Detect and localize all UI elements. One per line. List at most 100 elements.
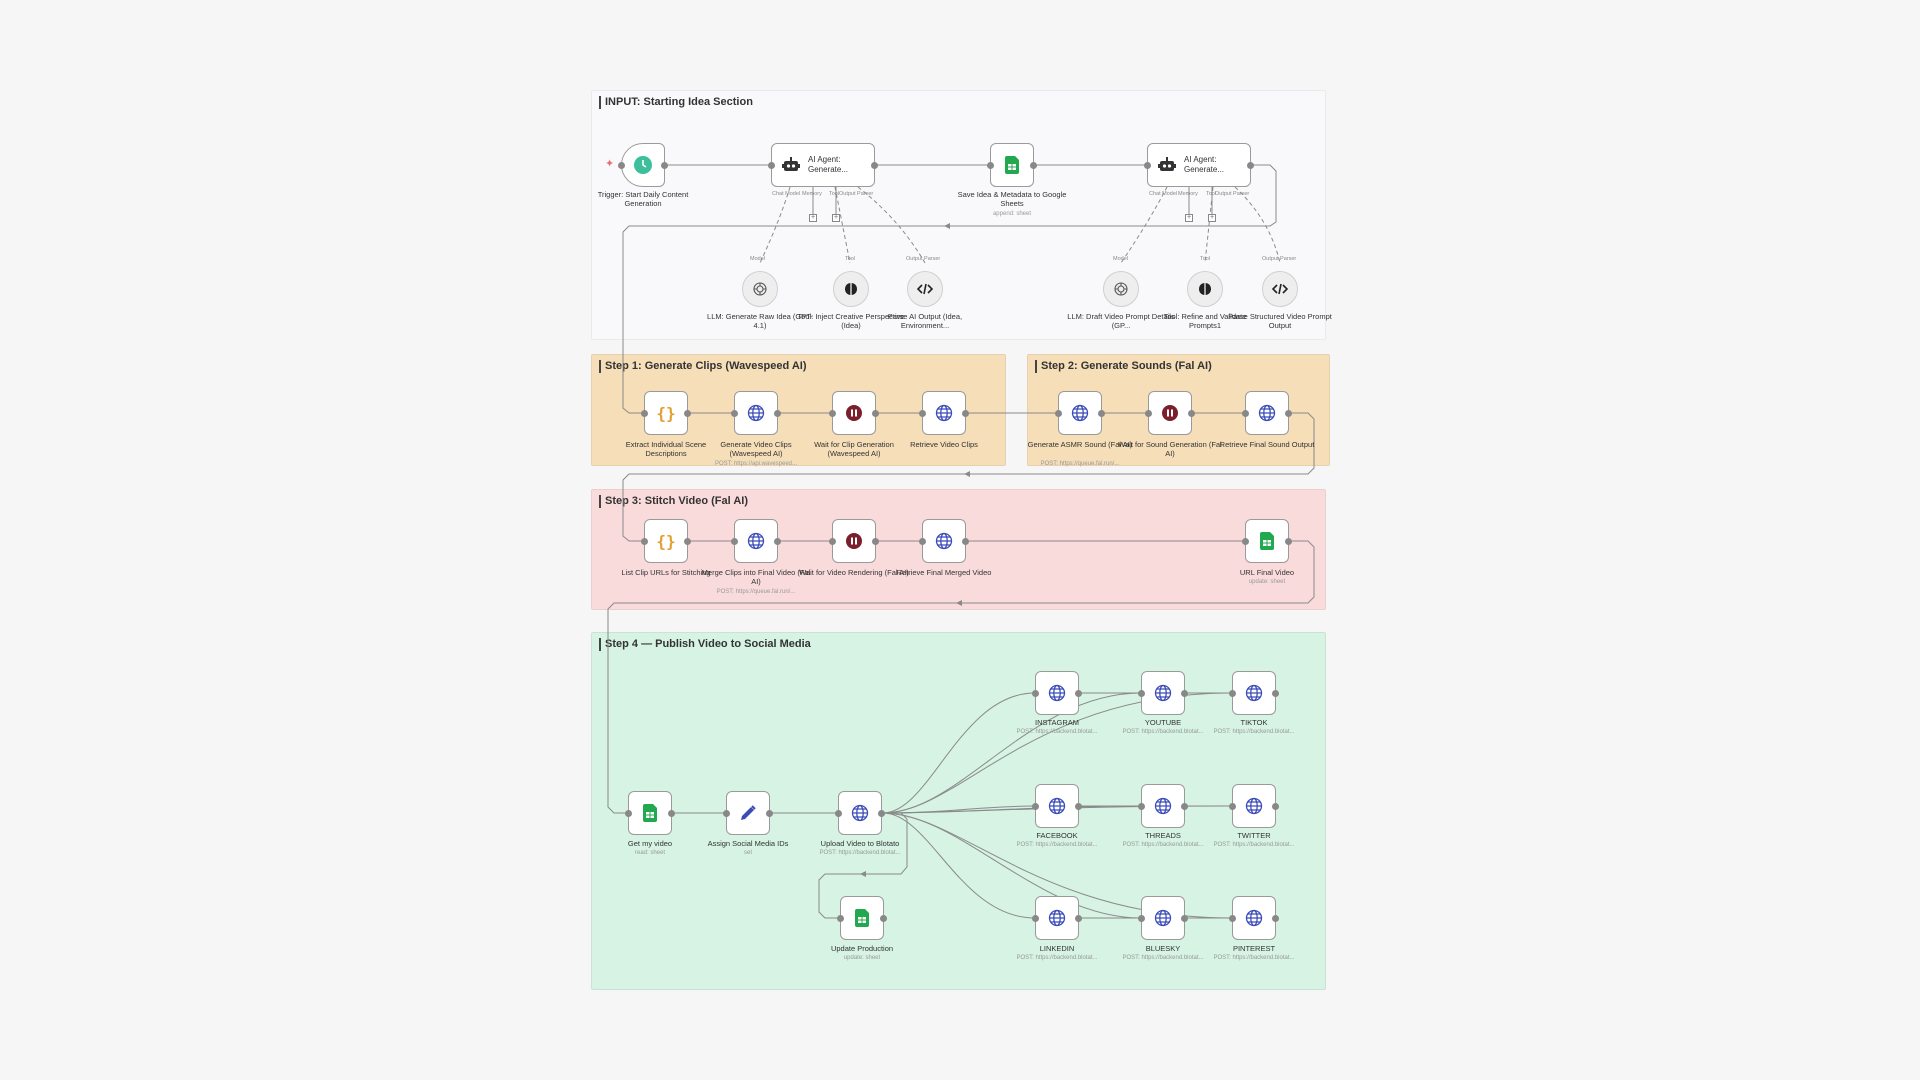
ai-agent-node-2[interactable]: AI Agent: Generate... — [1144, 143, 1254, 187]
connection-handle-right[interactable] — [1075, 914, 1082, 922]
connection-handle-left[interactable] — [829, 537, 836, 545]
connection-handle-left[interactable] — [919, 537, 926, 545]
list-urls-node[interactable]: {} — [641, 519, 691, 563]
connection-handle-left[interactable] — [1138, 689, 1145, 697]
connection-handle-right[interactable] — [1181, 689, 1188, 697]
assign-ids-node[interactable] — [723, 791, 773, 835]
connection-handle-right[interactable] — [871, 161, 878, 169]
pinterest-node[interactable] — [1229, 896, 1279, 940]
connection-handle-left[interactable] — [1229, 802, 1236, 810]
connection-handle-left[interactable] — [1138, 802, 1145, 810]
connection-handle-right[interactable] — [1181, 914, 1188, 922]
save-idea-node[interactable] — [987, 143, 1037, 187]
llm-draft-node[interactable] — [1103, 271, 1139, 307]
add-tool-button-1[interactable]: + — [832, 214, 840, 222]
trigger-node[interactable] — [618, 143, 668, 187]
connection-handle-left[interactable] — [641, 537, 648, 545]
connection-handle-right[interactable] — [1188, 409, 1195, 417]
llm-raw-node[interactable] — [742, 271, 778, 307]
connection-handle-right[interactable] — [661, 161, 668, 169]
tool-inject-node[interactable] — [833, 271, 869, 307]
connection-handle-right[interactable] — [1285, 537, 1292, 545]
connection-handle-left[interactable] — [1032, 914, 1039, 922]
connection-handle-right[interactable] — [1098, 409, 1105, 417]
connection-handle-left[interactable] — [835, 809, 842, 817]
threads-node[interactable] — [1138, 784, 1188, 828]
add-memory-button-1[interactable]: + — [809, 214, 817, 222]
youtube-node[interactable] — [1138, 671, 1188, 715]
add-memory-button-2[interactable]: + — [1185, 214, 1193, 222]
connection-handle-right[interactable] — [1272, 689, 1279, 697]
wait-clips-node[interactable] — [829, 391, 879, 435]
connection-handle-left[interactable] — [1229, 689, 1236, 697]
update-production-node[interactable] — [837, 896, 887, 940]
tiktok-node[interactable] — [1229, 671, 1279, 715]
connection-handle-left[interactable] — [1032, 802, 1039, 810]
connection-handle-left[interactable] — [1055, 409, 1062, 417]
gen-asmr-node[interactable] — [1055, 391, 1105, 435]
connection-handle-right[interactable] — [774, 409, 781, 417]
twitter-node[interactable] — [1229, 784, 1279, 828]
retrieve-clips-node[interactable] — [919, 391, 969, 435]
add-tool-button-2[interactable]: + — [1208, 214, 1216, 222]
connection-handle-right[interactable] — [684, 537, 691, 545]
connection-handle-right[interactable] — [962, 537, 969, 545]
connection-handle-left[interactable] — [1138, 914, 1145, 922]
port-output-parser-2: Output Parser — [1215, 191, 1250, 197]
connection-handle-left[interactable] — [1242, 409, 1249, 417]
connection-handle-left[interactable] — [641, 409, 648, 417]
connection-handle-left[interactable] — [1032, 689, 1039, 697]
bluesky-node[interactable] — [1138, 896, 1188, 940]
connection-handle-left[interactable] — [1145, 409, 1152, 417]
threads-sub: POST: https://backend.blotat... — [1122, 842, 1204, 848]
connection-handle-right[interactable] — [766, 809, 773, 817]
get-video-node[interactable] — [625, 791, 675, 835]
connection-handle-right[interactable] — [1247, 161, 1254, 169]
connection-handle-left[interactable] — [837, 914, 844, 922]
connection-handle-right[interactable] — [668, 809, 675, 817]
wait-sound-node[interactable] — [1145, 391, 1195, 435]
gen-clips-node[interactable] — [731, 391, 781, 435]
connection-handle-right[interactable] — [774, 537, 781, 545]
extract-scenes-node[interactable]: {} — [641, 391, 691, 435]
connection-handle-right[interactable] — [872, 409, 879, 417]
connection-handle-right[interactable] — [684, 409, 691, 417]
connection-handle-left[interactable] — [618, 161, 625, 169]
connection-handle-left[interactable] — [625, 809, 632, 817]
connection-handle-left[interactable] — [1144, 161, 1151, 169]
wait-render-node[interactable] — [829, 519, 879, 563]
connection-handle-right[interactable] — [872, 537, 879, 545]
connection-handle-left[interactable] — [723, 809, 730, 817]
connection-handle-right[interactable] — [880, 914, 887, 922]
connection-handle-right[interactable] — [1272, 802, 1279, 810]
instagram-node[interactable] — [1032, 671, 1082, 715]
retrieve-sound-node[interactable] — [1242, 391, 1292, 435]
connection-handle-right[interactable] — [1075, 802, 1082, 810]
tool-refine-node[interactable] — [1187, 271, 1223, 307]
connection-handle-left[interactable] — [768, 161, 775, 169]
url-final-node[interactable] — [1242, 519, 1292, 563]
connection-handle-left[interactable] — [919, 409, 926, 417]
connection-handle-right[interactable] — [878, 809, 885, 817]
connection-handle-left[interactable] — [731, 537, 738, 545]
connection-handle-right[interactable] — [1285, 409, 1292, 417]
connection-handle-left[interactable] — [731, 409, 738, 417]
connection-handle-right[interactable] — [1030, 161, 1037, 169]
connection-handle-left[interactable] — [1242, 537, 1249, 545]
parse-ai-node[interactable] — [907, 271, 943, 307]
merge-clips-node[interactable] — [731, 519, 781, 563]
retrieve-merged-node[interactable] — [919, 519, 969, 563]
connection-handle-left[interactable] — [829, 409, 836, 417]
facebook-node[interactable] — [1032, 784, 1082, 828]
connection-handle-right[interactable] — [1272, 914, 1279, 922]
connection-handle-right[interactable] — [1181, 802, 1188, 810]
connection-handle-left[interactable] — [987, 161, 994, 169]
connection-handle-left[interactable] — [1229, 914, 1236, 922]
connection-handle-right[interactable] — [962, 409, 969, 417]
parse-struct-node[interactable] — [1262, 271, 1298, 307]
connection-handle-right[interactable] — [1075, 689, 1082, 697]
linkedin-node[interactable] — [1032, 896, 1082, 940]
ai-agent-node-1[interactable]: AI Agent: Generate... — [768, 143, 878, 187]
upload-blotato-node[interactable] — [835, 791, 885, 835]
